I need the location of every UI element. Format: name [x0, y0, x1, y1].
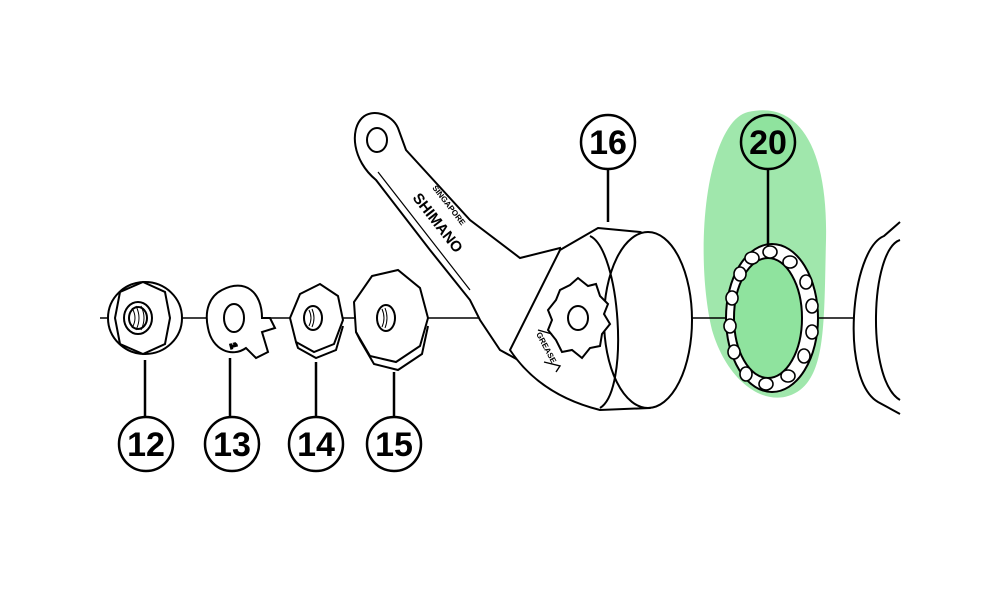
- part-16-arm-assembly: [353, 112, 693, 412]
- callout-15: 15: [365, 415, 423, 473]
- hub-shell-partial: [852, 221, 901, 415]
- svg-text:1: 1: [228, 342, 239, 349]
- part-20-lock-ring: [723, 243, 819, 393]
- part-13-lock-washer: 1: [205, 284, 277, 360]
- callout-16: 16: [579, 113, 637, 171]
- svg-text:15: 15: [375, 426, 413, 464]
- callout-12: 12: [117, 415, 175, 473]
- part-12-flange-nut: [107, 280, 183, 356]
- callout-14: 14: [287, 415, 345, 473]
- part-15-washer-nut: [352, 268, 430, 372]
- callout-20: 20: [739, 113, 797, 171]
- svg-text:14: 14: [297, 426, 335, 464]
- svg-text:12: 12: [127, 426, 165, 464]
- part-14-lock-nut: [288, 282, 345, 360]
- svg-text:20: 20: [749, 124, 787, 162]
- leader-lines: [143, 170, 770, 418]
- callout-13: 13: [203, 415, 261, 473]
- svg-text:13: 13: [213, 426, 251, 464]
- svg-text:16: 16: [589, 124, 627, 162]
